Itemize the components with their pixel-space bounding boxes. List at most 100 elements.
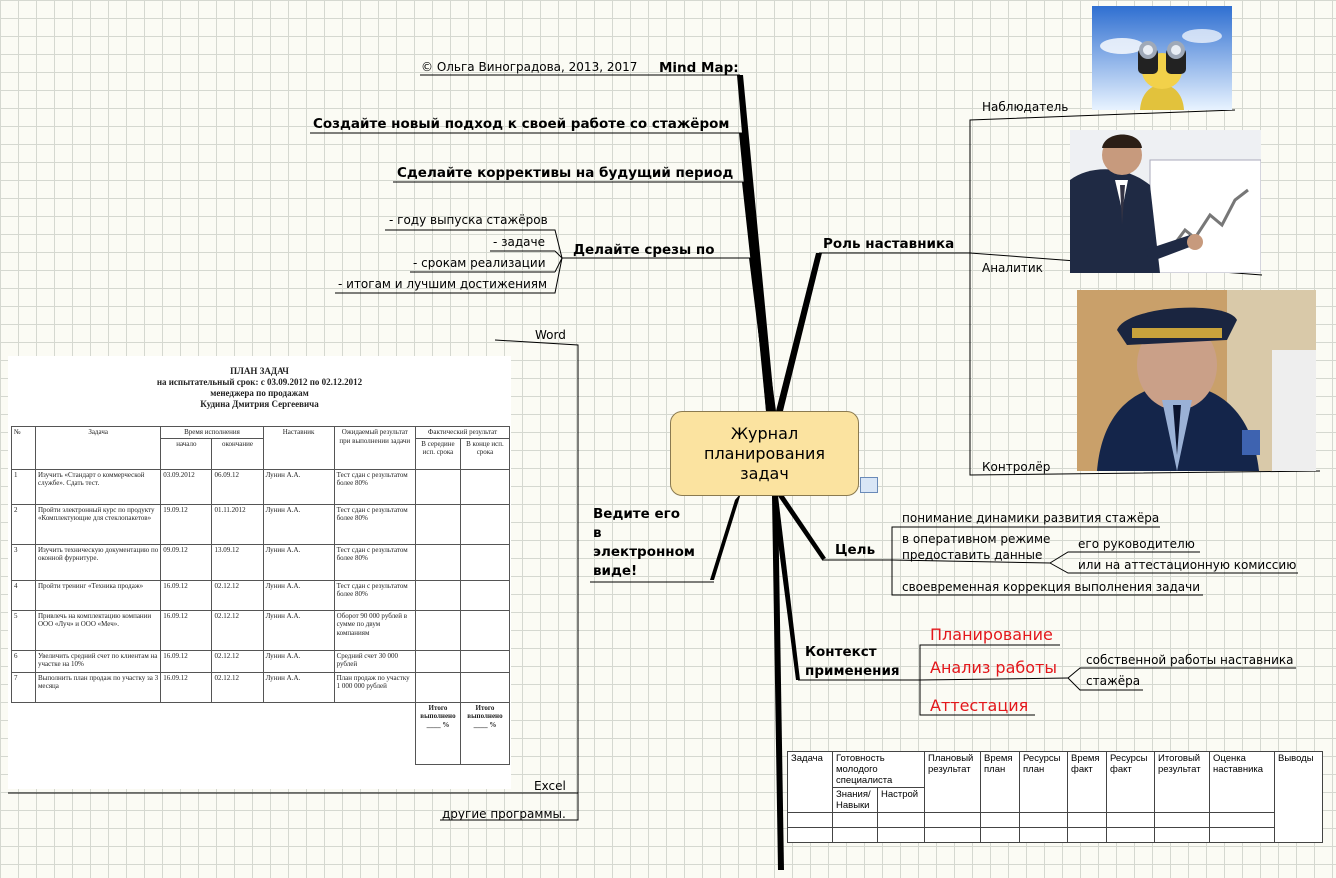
grid-cell[interactable]: [1154, 812, 1210, 828]
goal-item[interactable]: предоставить данные: [902, 548, 1043, 562]
grid-cell[interactable]: [980, 827, 1020, 843]
branch-context-line2[interactable]: применения: [805, 663, 900, 679]
slice-item[interactable]: - срокам реализации: [413, 256, 546, 270]
grid-header: Выводы: [1274, 751, 1323, 843]
doc-cell: 06.09.12: [211, 468, 264, 505]
goal-item[interactable]: своевременная коррекция выполнения задач…: [902, 580, 1201, 594]
context-attestation[interactable]: Аттестация: [930, 696, 1029, 715]
central-topic[interactable]: Журнал планирования задач: [670, 411, 859, 496]
grid-cell[interactable]: [980, 812, 1020, 828]
grid-header: Ресурсы план: [1019, 751, 1068, 813]
context-planning[interactable]: Планирование: [930, 625, 1053, 644]
doc-col-header: Фактический результат: [415, 426, 510, 439]
context-subitem[interactable]: стажёра: [1086, 674, 1141, 688]
doc-cell: 16.09.12: [160, 579, 213, 611]
doc-person: Кудина Дмитрия Сергеевича: [200, 399, 319, 409]
electronic-other[interactable]: другие программы.: [442, 807, 566, 821]
goal-item[interactable]: в оперативном режиме: [902, 532, 1051, 546]
doc-cell: 01.11.2012: [211, 503, 264, 545]
doc-cell: 03.09.2012: [160, 468, 213, 505]
doc-cell: Оборот 90 000 рублей в сумме по двум ком…: [333, 609, 417, 651]
branch-context-line1[interactable]: Контекст: [805, 644, 877, 660]
doc-cell: Изучить «Стандарт о коммерческой службе»…: [34, 468, 162, 505]
role-analyst[interactable]: Аналитик: [982, 261, 1043, 275]
goal-item[interactable]: понимание динамики развития стажёра: [902, 511, 1160, 525]
grid-cell[interactable]: [832, 812, 878, 828]
grid-cell[interactable]: [1209, 827, 1275, 843]
businessman-image: [1070, 130, 1261, 273]
grid-header: Итоговый результат: [1154, 751, 1210, 813]
grid-cell[interactable]: [832, 827, 878, 843]
electronic-word[interactable]: Word: [535, 328, 566, 342]
branch-electronic-4[interactable]: виде!: [593, 563, 638, 579]
doc-cell: [459, 649, 511, 673]
goal-subitem[interactable]: или на аттестационную комиссию: [1078, 558, 1297, 572]
doc-cell: [459, 503, 511, 545]
doc-cell: Лунин А.А.: [262, 579, 335, 611]
doc-cell: Лунин А.А.: [262, 543, 335, 581]
doc-cell: 1: [11, 468, 36, 505]
doc-cell: [459, 468, 511, 505]
assessment-grid: Задача Готовность молодого специалиста П…: [787, 751, 1323, 843]
grid-cell[interactable]: [1019, 827, 1068, 843]
role-observer[interactable]: Наблюдатель: [982, 100, 1069, 114]
doc-cell: [459, 543, 511, 581]
role-controller[interactable]: Контролёр: [982, 460, 1051, 474]
doc-col-header: Ожидаемый результат при выполнении задач…: [333, 426, 417, 470]
slice-item[interactable]: - году выпуска стажёров: [389, 213, 548, 227]
branch-mentor-role[interactable]: Роль наставника: [823, 236, 955, 252]
context-subitem[interactable]: собственной работы наставника: [1086, 653, 1294, 667]
doc-cell: Пройти электронный курс по продукту «Ком…: [34, 503, 162, 545]
grid-header: Ресурсы факт: [1106, 751, 1155, 813]
grid-header: Плановый результат: [924, 751, 981, 813]
context-analysis[interactable]: Анализ работы: [930, 658, 1057, 677]
doc-cell: 09.09.12: [160, 543, 213, 581]
trunk-context: [772, 496, 800, 680]
goal-subitem[interactable]: его руководителю: [1078, 537, 1195, 551]
branch-goal[interactable]: Цель: [835, 542, 876, 558]
doc-cell: Увеличить средний счет по клиентам на уч…: [34, 649, 162, 673]
doc-col-header: Задача: [34, 426, 162, 470]
doc-cell: 16.09.12: [160, 609, 213, 651]
grid-cell[interactable]: [1106, 812, 1155, 828]
grid-subheader: Знания/ Навыки: [832, 787, 878, 813]
doc-cell: 02.12.12: [211, 671, 264, 703]
slice-item[interactable]: - итогам и лучшим достижениям: [338, 277, 548, 291]
doc-cell: 02.12.12: [211, 609, 264, 651]
branch-new-approach[interactable]: Создайте новый подход к своей работе со …: [313, 116, 730, 132]
doc-sub-header: окончание: [211, 437, 264, 470]
grid-cell[interactable]: [1209, 812, 1275, 828]
grid-cell[interactable]: [787, 827, 833, 843]
doc-cell: Тест сдан с результатом более 80%: [333, 543, 417, 581]
grid-cell[interactable]: [787, 812, 833, 828]
grid-cell[interactable]: [1067, 827, 1107, 843]
grid-cell[interactable]: [877, 827, 925, 843]
doc-cell: 13.09.12: [211, 543, 264, 581]
branch-electronic-3[interactable]: электронном: [593, 544, 695, 560]
branch-electronic-2[interactable]: в: [593, 525, 602, 541]
branch-electronic-1[interactable]: Ведите его: [593, 506, 680, 522]
doc-total-end: Итого выполнено ____ %: [459, 701, 511, 765]
grid-cell[interactable]: [1154, 827, 1210, 843]
grid-cell[interactable]: [1067, 812, 1107, 828]
grid-cell[interactable]: [877, 812, 925, 828]
branch-corrections[interactable]: Сделайте коррективы на будущий период: [397, 165, 734, 181]
doc-period: на испытательный срок: с 03.09.2012 по 0…: [156, 377, 363, 387]
grid-cell[interactable]: [1019, 812, 1068, 828]
doc-cell: [415, 543, 461, 581]
task-plan-document: ПЛАН ЗАДАЧ на испытательный срок: с 03.0…: [8, 356, 511, 789]
doc-table: № Задача Время исполнения Наставник Ожид…: [11, 426, 511, 765]
doc-sub-header: начало: [160, 437, 213, 470]
grid-cell[interactable]: [1106, 827, 1155, 843]
grid-cell[interactable]: [924, 812, 981, 828]
doc-sub-header: В конце исп. срока: [459, 437, 511, 470]
electronic-excel[interactable]: Excel: [534, 779, 566, 793]
branch-mindmap[interactable]: Mind Map:: [659, 60, 739, 76]
grid-cell[interactable]: [924, 827, 981, 843]
doc-cell: 3: [11, 543, 36, 581]
branch-slices[interactable]: Делайте срезы по: [573, 242, 715, 258]
slice-item[interactable]: - задаче: [493, 235, 546, 249]
grid-header: Время план: [980, 751, 1020, 813]
attachment-icon[interactable]: [860, 477, 878, 493]
grid-header: Время факт: [1067, 751, 1107, 813]
